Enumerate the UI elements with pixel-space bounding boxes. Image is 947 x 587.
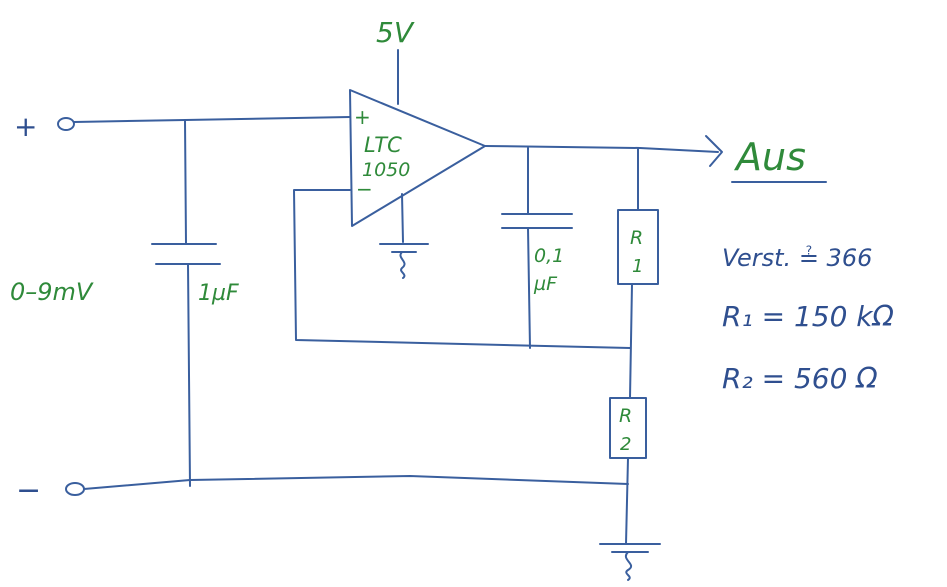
bottom-ground-icon bbox=[599, 543, 661, 581]
input-cap-label: 1µF bbox=[198, 281, 239, 306]
output-cap-bottom-wire bbox=[527, 227, 531, 349]
opamp-plus: + bbox=[354, 105, 371, 129]
plus-terminal-label: + bbox=[14, 110, 37, 143]
output-cap-label-line2: µF bbox=[533, 273, 558, 295]
resistor-r1 bbox=[617, 209, 659, 285]
output-wire bbox=[484, 145, 719, 153]
r1-label-line2: 1 bbox=[632, 256, 643, 277]
input-range-label: 0–9mV bbox=[10, 278, 94, 306]
r2-label-line2: 2 bbox=[620, 434, 631, 455]
output-arrow bbox=[705, 135, 723, 167]
opamp-name-line2: 1050 bbox=[362, 159, 410, 181]
minus-terminal bbox=[65, 482, 85, 496]
note-gain: Verst. ≟ 366 bbox=[722, 244, 872, 272]
r2-label-line1: R bbox=[619, 405, 632, 427]
opamp-minus: − bbox=[356, 177, 373, 201]
opamp-name-line1: LTC bbox=[364, 133, 402, 157]
supply-label: 5V bbox=[376, 16, 415, 49]
input-cap-top-wire bbox=[184, 119, 187, 245]
opamp-ground-icon bbox=[379, 243, 429, 279]
return-wire bbox=[83, 475, 629, 490]
input-cap-bottom-wire bbox=[187, 263, 191, 487]
r1-label-line1: R bbox=[630, 227, 643, 249]
note-r2: R₂ = 560 Ω bbox=[722, 362, 878, 395]
plus-terminal bbox=[57, 117, 75, 131]
opamp-ground-wire bbox=[401, 193, 404, 243]
output-label: Aus bbox=[733, 135, 806, 179]
note-r1: R₁ = 150 kΩ bbox=[722, 300, 895, 333]
feedback-wire bbox=[293, 189, 631, 349]
r2-bottom-wire bbox=[625, 457, 629, 545]
input-wire bbox=[73, 116, 351, 123]
r1-bottom-wire bbox=[629, 283, 633, 399]
minus-terminal-label: − bbox=[16, 473, 41, 508]
output-cap-label-line1: 0,1 bbox=[534, 245, 564, 267]
opamp-body bbox=[349, 89, 486, 227]
